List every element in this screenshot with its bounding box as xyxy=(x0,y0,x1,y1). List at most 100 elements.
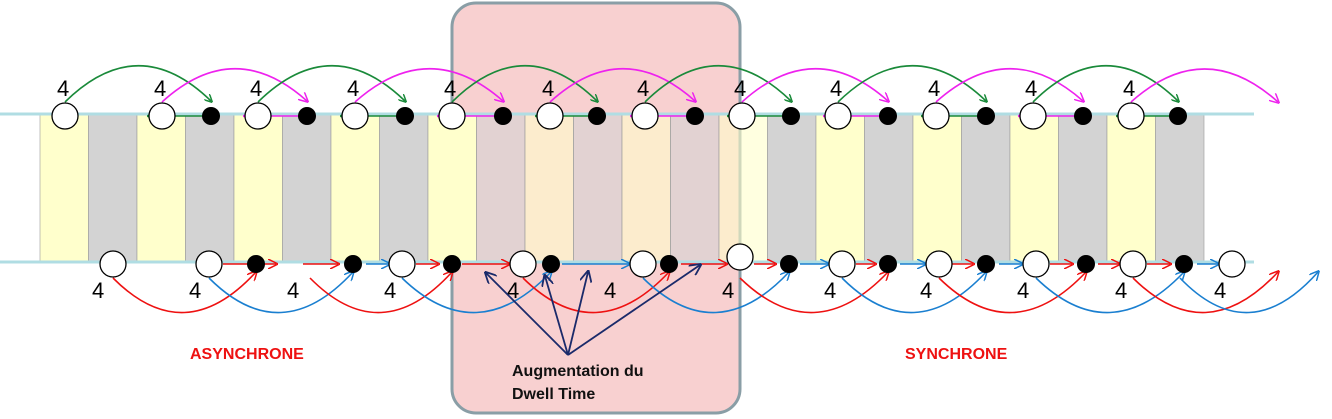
stop-number: 4 xyxy=(1214,278,1226,303)
stop-number: 4 xyxy=(189,278,201,303)
tram-open-circle xyxy=(922,102,950,130)
tram-open-circle xyxy=(99,250,127,278)
red-arc xyxy=(309,272,452,314)
stop-number: 4 xyxy=(920,278,932,303)
tram-filled-circle xyxy=(494,107,512,125)
platform-block xyxy=(1106,113,1156,263)
magenta-arc xyxy=(161,67,307,102)
tram-open-circle xyxy=(244,102,272,130)
tram-open-circle xyxy=(148,102,176,130)
tram-filled-circle xyxy=(879,255,897,273)
synchrone-label: SYNCHRONE xyxy=(905,346,1008,363)
tram-open-circle xyxy=(509,250,537,278)
platform-block xyxy=(1058,113,1108,263)
tram-open-circle xyxy=(728,102,756,130)
platform-block xyxy=(39,113,89,263)
platform-block xyxy=(718,113,768,263)
platform-block xyxy=(1009,113,1059,263)
platform-block xyxy=(282,113,332,263)
tram-open-circle xyxy=(1022,250,1050,278)
platform-block xyxy=(621,113,671,263)
tram-open-circle xyxy=(388,250,416,278)
green-arc xyxy=(837,64,986,102)
red-arc xyxy=(739,272,888,314)
magenta-arc xyxy=(549,67,695,102)
asynchrone-label: ASYNCHRONE xyxy=(190,346,304,363)
platform-block xyxy=(427,113,477,263)
tram-open-circle xyxy=(1218,250,1246,278)
tram-open-circle xyxy=(341,102,369,130)
green-arc xyxy=(257,64,405,102)
platform-block xyxy=(233,113,283,263)
tram-filled-circle xyxy=(588,107,606,125)
dwell-pointer-arrow xyxy=(567,272,588,356)
stop-number: 4 xyxy=(1017,278,1029,303)
tram-filled-circle xyxy=(202,107,220,125)
tram-filled-circle xyxy=(977,107,995,125)
stop-number: 4 xyxy=(57,76,69,101)
green-arc xyxy=(451,64,597,102)
tram-open-circle xyxy=(726,243,754,271)
tram-filled-circle xyxy=(247,255,265,273)
tram-filled-circle xyxy=(1169,107,1187,125)
stop-number: 4 xyxy=(444,76,456,101)
red-arc xyxy=(112,272,256,314)
green-arc xyxy=(1032,64,1178,102)
dwell-label-line1: Augmentation du xyxy=(512,363,644,380)
stop-number: 4 xyxy=(347,76,359,101)
tram-filled-circle xyxy=(542,255,560,273)
platform-block xyxy=(330,113,380,263)
blue-arc xyxy=(1035,272,1184,314)
stop-number: 4 xyxy=(1123,76,1135,101)
green-arc xyxy=(64,64,211,102)
tram-open-circle xyxy=(195,250,223,278)
platform-block xyxy=(185,113,235,263)
stop-number: 4 xyxy=(384,278,396,303)
tram-open-circle xyxy=(1119,250,1147,278)
platform-block xyxy=(524,113,574,263)
platform-block xyxy=(88,113,138,263)
tram-open-circle xyxy=(1019,102,1047,130)
platform-block xyxy=(815,113,865,263)
tram-filled-circle xyxy=(879,107,897,125)
platform-block xyxy=(136,113,186,263)
magenta-arc xyxy=(741,67,888,102)
tram-filled-circle xyxy=(1175,255,1193,273)
tram-filled-circle xyxy=(396,107,414,125)
stop-number: 4 xyxy=(250,76,262,101)
tram-open-circle xyxy=(629,250,657,278)
platform-block xyxy=(476,113,526,263)
dwell-pointer-arrow xyxy=(545,276,569,356)
tram-filled-circle xyxy=(782,107,800,125)
stop-number: 4 xyxy=(928,76,940,101)
tram-open-circle xyxy=(828,250,856,278)
stop-number: 4 xyxy=(830,76,842,101)
tram-open-circle xyxy=(631,102,659,130)
stop-number: 4 xyxy=(542,76,554,101)
tram-filled-circle xyxy=(443,255,461,273)
tram-filled-circle xyxy=(298,107,316,125)
tram-filled-circle xyxy=(660,255,678,273)
tram-open-circle xyxy=(925,250,953,278)
tram-filled-circle xyxy=(780,255,798,273)
stop-number: 4 xyxy=(1025,76,1037,101)
stop-number: 4 xyxy=(824,278,836,303)
stop-number: 4 xyxy=(154,76,166,101)
stop-number: 4 xyxy=(637,76,649,101)
tram-open-circle xyxy=(51,102,79,130)
red-arc xyxy=(522,272,669,314)
tram-filled-circle xyxy=(1077,255,1095,273)
tram-open-circle xyxy=(1117,102,1145,130)
dwell-pointer-arrow xyxy=(567,265,700,356)
green-arc xyxy=(644,64,791,102)
stop-number: 4 xyxy=(722,278,734,303)
tram-filled-circle xyxy=(1074,107,1092,125)
stop-number: 4 xyxy=(287,278,299,303)
blue-arc xyxy=(841,272,986,314)
tram-open-circle xyxy=(824,102,852,130)
stop-number: 4 xyxy=(92,278,104,303)
platform-block xyxy=(379,113,429,263)
dwell-pointer-arrow xyxy=(486,273,569,356)
